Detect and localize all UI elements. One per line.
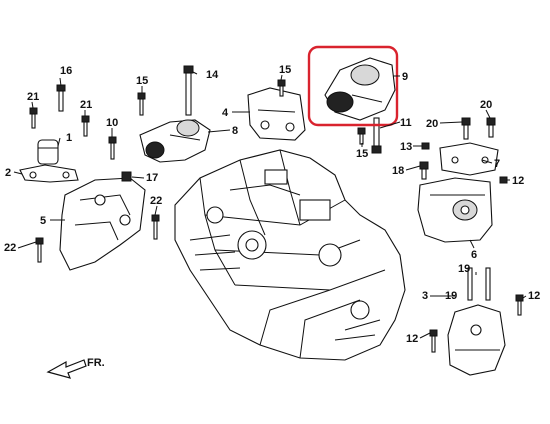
part-2-bracket: [19, 164, 79, 183]
callout-21-right: 21: [80, 99, 92, 111]
callout-3: 3: [422, 290, 428, 302]
part-5-bracket: [59, 177, 146, 271]
bolt-11: [371, 117, 382, 154]
callout-18: 18: [392, 165, 404, 177]
callout-8: 8: [232, 125, 238, 137]
callout-1: 1: [66, 132, 72, 144]
bolt-14: [183, 65, 194, 116]
stud-19-left: [467, 267, 473, 301]
bolt-12-upper: [499, 176, 508, 184]
callout-15-top: 15: [279, 64, 291, 76]
callout-14: 14: [206, 69, 219, 81]
bolt-20-left: [461, 117, 471, 140]
callout-19-top: 19: [458, 263, 470, 275]
bolt-10: [108, 136, 117, 160]
part-9-upper-mount: [324, 57, 396, 121]
bolt-12-lower-left: [429, 329, 438, 353]
callout-13: 13: [400, 141, 412, 153]
callout-5: 5: [40, 215, 46, 227]
part-1-mount-rubber: [37, 139, 59, 165]
callout-19-bottom: 19: [445, 290, 457, 302]
callout-20-left: 20: [426, 118, 438, 130]
callout-12-lower-right: 12: [528, 290, 540, 302]
callout-16: 16: [60, 65, 72, 77]
bolt-15-left: [137, 92, 146, 116]
stud-19-right: [485, 267, 491, 301]
bolt-13: [421, 142, 430, 150]
bolt-21-left: [29, 107, 38, 129]
callout-4: 4: [222, 107, 229, 119]
front-label: FR.: [87, 357, 105, 369]
bolt-21-right: [81, 115, 90, 137]
callout-21-left: 21: [27, 91, 39, 103]
callout-22-mid: 22: [150, 195, 162, 207]
bolt-12-lower-right: [515, 294, 524, 316]
callout-2: 2: [5, 167, 11, 179]
callout-12-lower-left: 12: [406, 333, 418, 345]
part-4-bracket: [247, 87, 306, 141]
callout-9: 9: [402, 71, 408, 83]
bolt-15-right: [357, 127, 366, 145]
callout-17: 17: [146, 172, 158, 184]
engine-assembly: [174, 149, 406, 361]
bolt-22-left: [35, 237, 44, 263]
highlight-box: [307, 45, 399, 127]
nut-17: [121, 171, 132, 182]
callout-22-left: 22: [4, 242, 16, 254]
callout-labels: 16 21 21 1 2 5 22 10 15 14 8 17 22 4 15 …: [4, 64, 540, 345]
part-6-right-mount: [417, 177, 493, 243]
part-3-lower-bracket: [447, 304, 506, 376]
callout-15-left: 15: [136, 75, 148, 87]
bolt-18: [419, 161, 429, 180]
bolt-20-right: [486, 117, 496, 138]
leader-lines: [13, 71, 527, 339]
callout-11: 11: [400, 117, 412, 129]
callout-10: 10: [106, 117, 118, 129]
part-7-bracket: [439, 142, 499, 176]
callout-20-right: 20: [480, 99, 492, 111]
part-8-mount: [139, 119, 211, 163]
callout-12-upper: 12: [512, 175, 524, 187]
front-direction-arrow: FR.: [46, 357, 105, 379]
callout-6: 6: [471, 249, 477, 261]
bolt-16: [56, 84, 66, 112]
bolt-22-mid: [151, 214, 160, 240]
callout-7: 7: [494, 158, 500, 170]
callout-15-right: 15: [356, 148, 368, 160]
